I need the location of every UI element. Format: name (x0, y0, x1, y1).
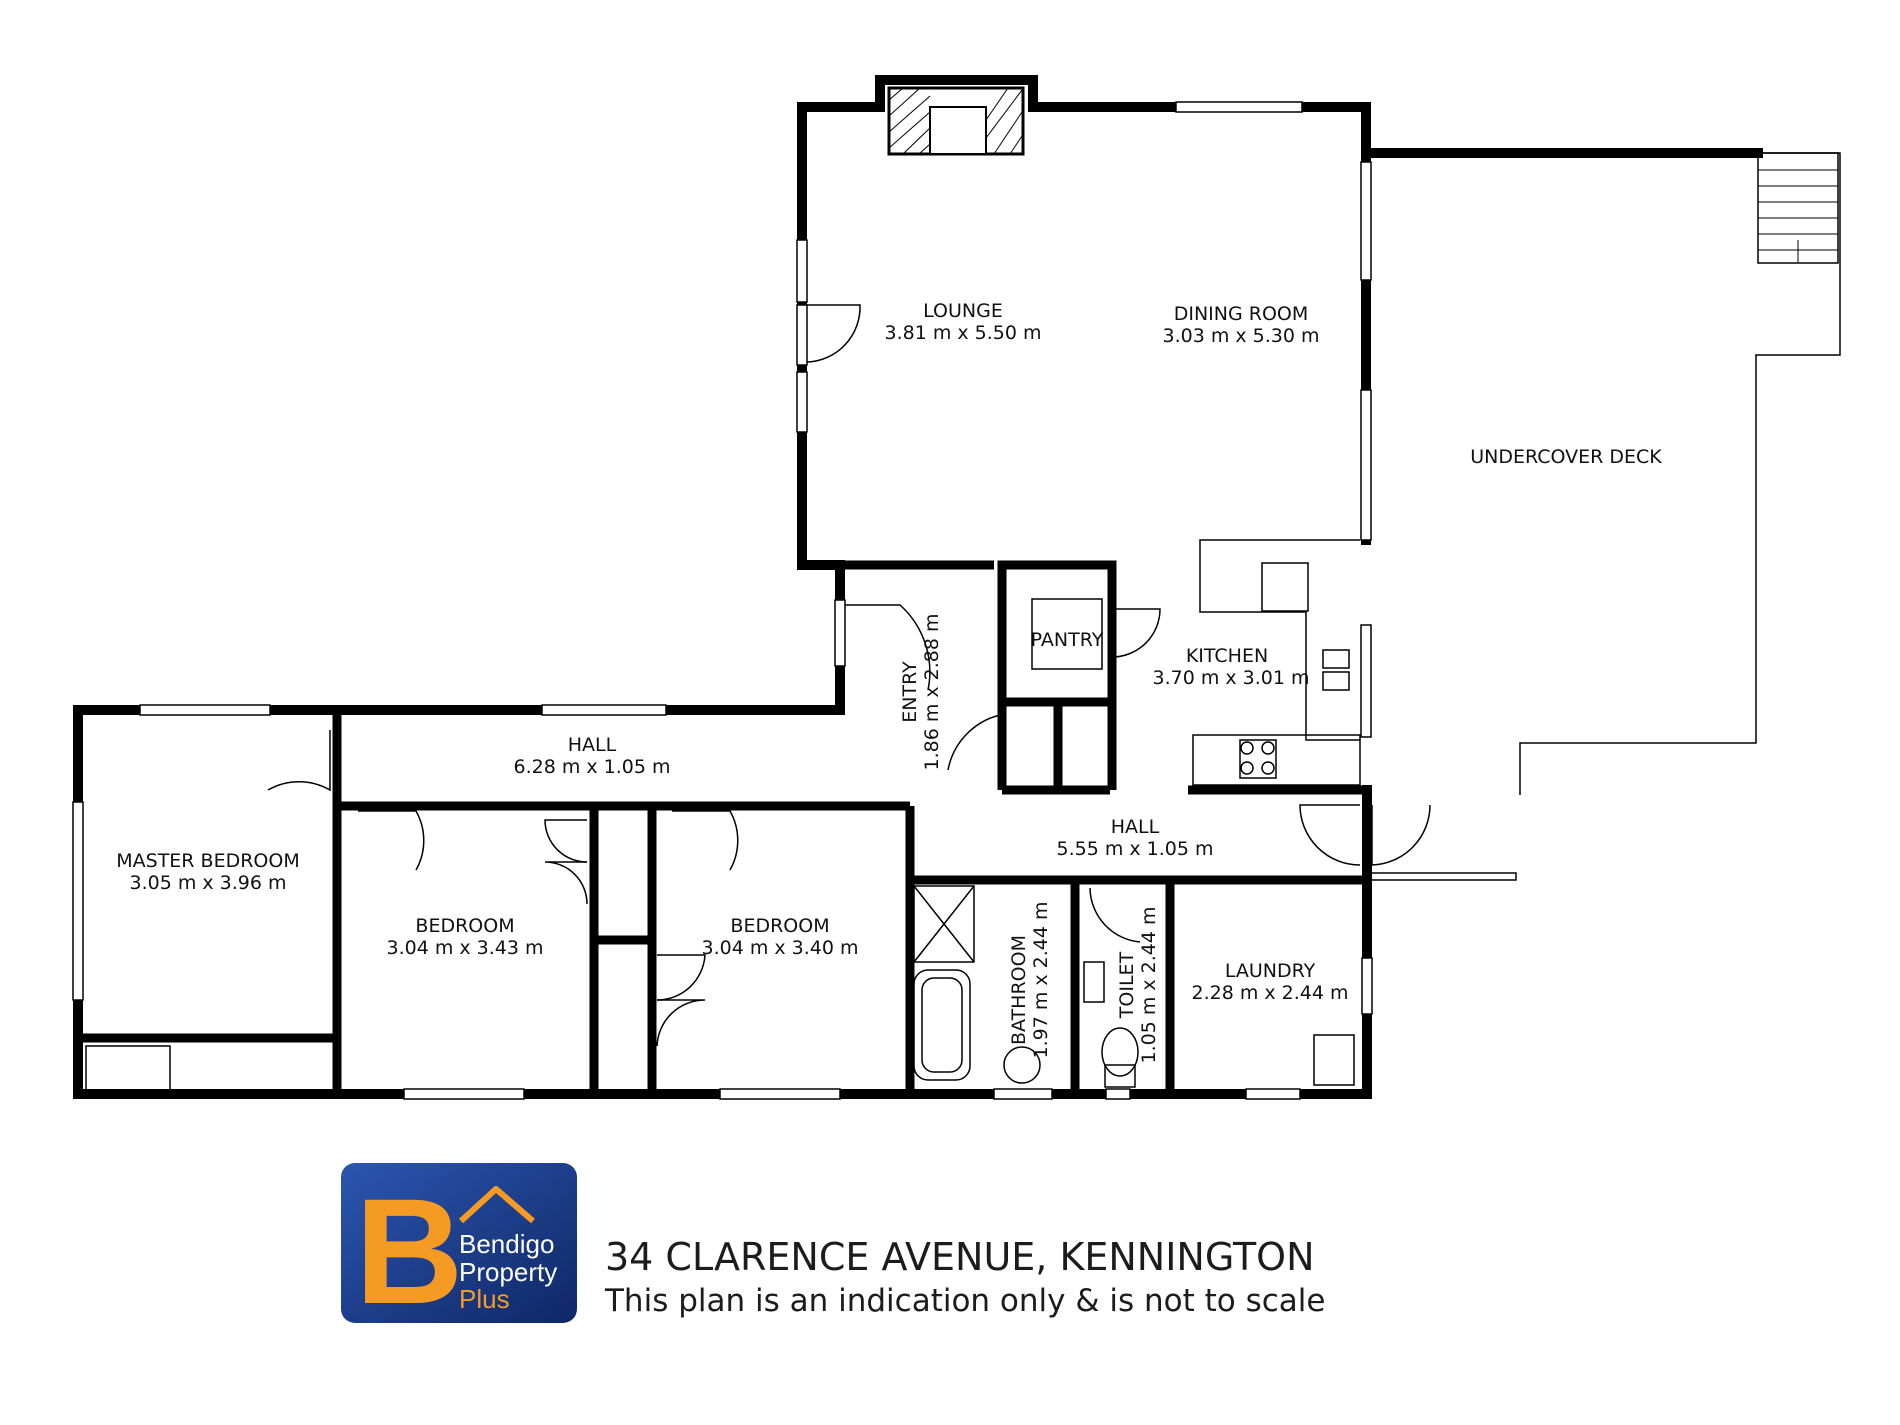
bed2-name: BEDROOM (730, 915, 829, 937)
deck-name: UNDERCOVER DECK (1470, 446, 1662, 468)
windows (72, 101, 1373, 1100)
footer: B Bendigo Property Plus 34 CLARENCE AVEN… (341, 1163, 1741, 1323)
doors (267, 304, 1431, 1047)
laundry-size: 2.28 m x 2.44 m (1191, 982, 1348, 1004)
property-address: 34 CLARENCE AVENUE, KENNINGTON (605, 1235, 1315, 1279)
entry-name: ENTRY (899, 661, 921, 723)
logo-line1: Bendigo (459, 1229, 554, 1259)
hall2-name: HALL (1111, 816, 1160, 838)
logo-letter: B (355, 1167, 463, 1323)
entry-size: 1.86 m x 2.88 m (921, 613, 943, 770)
laundry-name: LAUNDRY (1225, 960, 1316, 982)
bendigo-property-plus-logo: B Bendigo Property Plus (341, 1163, 577, 1323)
bathroom-name: BATHROOM (1008, 935, 1030, 1045)
toilet-size: 1.05 m x 2.44 m (1138, 906, 1160, 1063)
bed1-size: 3.04 m x 3.43 m (386, 937, 543, 959)
dining-name: DINING ROOM (1174, 303, 1309, 325)
lounge-size: 3.81 m x 5.50 m (884, 322, 1041, 344)
floor-plan: LOUNGE 3.81 m x 5.50 m DINING ROOM 3.03 … (72, 75, 1841, 1100)
fireplace (887, 86, 1025, 156)
deck-stairs (1758, 169, 1838, 262)
bathroom-size: 1.97 m x 2.44 m (1030, 901, 1052, 1058)
kitchen-name: KITCHEN (1186, 645, 1268, 667)
master-name: MASTER BEDROOM (116, 850, 299, 872)
roof-icon (458, 1186, 535, 1224)
logo-line2: Property (459, 1257, 557, 1287)
bed2-size: 3.04 m x 3.40 m (701, 937, 858, 959)
plan-disclaimer: This plan is an indication only & is not… (605, 1283, 1326, 1319)
interior-walls (83, 560, 1367, 1094)
master-size: 3.05 m x 3.96 m (129, 872, 286, 894)
deck-outline (1372, 152, 1841, 881)
wet-area-fixtures (85, 885, 1355, 1091)
hall1-name: HALL (568, 734, 617, 756)
kitchen-size: 3.70 m x 3.01 m (1152, 667, 1309, 689)
exterior-walls (73, 75, 1763, 1099)
logo-line3: Plus (459, 1284, 510, 1314)
hall1-size: 6.28 m x 1.05 m (513, 756, 670, 778)
lounge-name: LOUNGE (923, 300, 1003, 322)
pantry-name: PANTRY (1031, 629, 1104, 651)
toilet-name: TOILET (1116, 951, 1138, 1019)
bed1-name: BEDROOM (415, 915, 514, 937)
room-labels: LOUNGE 3.81 m x 5.50 m DINING ROOM 3.03 … (116, 300, 1662, 1064)
kitchen-benches (1031, 539, 1361, 786)
hall2-size: 5.55 m x 1.05 m (1056, 838, 1213, 860)
dining-size: 3.03 m x 5.30 m (1162, 325, 1319, 347)
